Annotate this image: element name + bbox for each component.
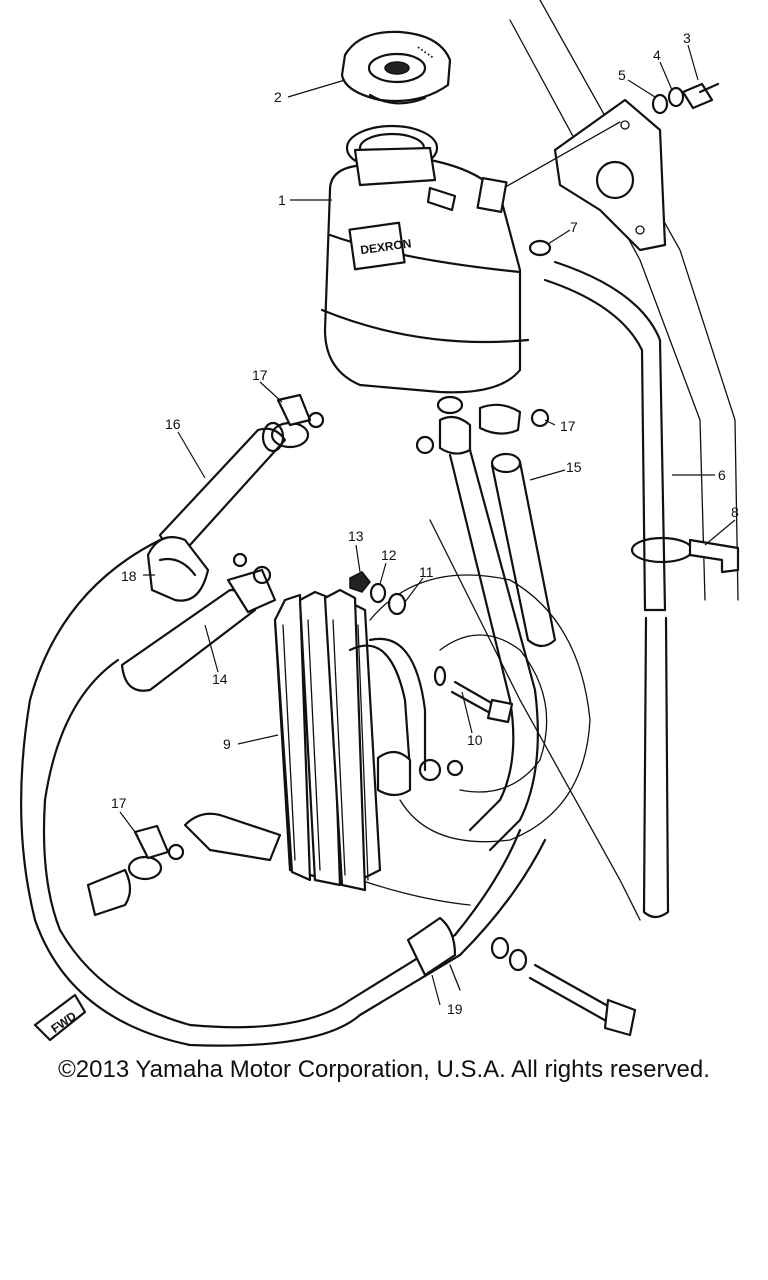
tank-label-plate	[348, 221, 406, 271]
clip-7	[528, 239, 552, 257]
callout-8: 8	[731, 504, 739, 520]
callout-12: 12	[381, 547, 397, 563]
washer-4	[667, 86, 685, 108]
bolt-10	[450, 680, 514, 724]
callout-13: 13	[348, 528, 364, 544]
callout-16: 16	[165, 416, 181, 432]
hose-15	[490, 452, 557, 648]
nut-13	[349, 571, 371, 593]
washer-11-lower	[433, 665, 447, 687]
hose-clamp-17-lower	[86, 812, 282, 917]
washer-12	[369, 582, 387, 604]
callout-labels: 1 2 3 4 5 6 7 8 9 10 11 12 13 14 15 16 1…	[111, 30, 739, 1017]
callout-17-right: 17	[560, 418, 576, 434]
hose-joint-19	[406, 916, 461, 991]
callout-17-lower: 17	[111, 795, 127, 811]
callout-4: 4	[653, 47, 661, 63]
pump-fitting	[376, 750, 464, 797]
water-pump-housing	[359, 574, 591, 906]
callout-14: 14	[212, 671, 228, 687]
hose-14	[120, 552, 277, 692]
callout-2: 2	[274, 89, 282, 105]
callout-19: 19	[447, 1001, 463, 1017]
hose-clamp-17-upper	[270, 393, 325, 449]
bolt-lower	[490, 936, 637, 1037]
mounting-bracket	[499, 98, 667, 252]
washer-11	[387, 592, 407, 616]
bolt-3	[681, 82, 720, 110]
parts-diagram: ····· DEXRON	[20, 0, 740, 1047]
callout-11: 11	[419, 564, 434, 580]
radiator-core	[273, 588, 427, 892]
radiator-cap: ·····	[340, 30, 452, 105]
callout-7: 7	[570, 219, 578, 235]
callout-9: 9	[223, 736, 231, 752]
callout-6: 6	[718, 467, 726, 483]
coolant-reservoir-tank: DEXRON	[320, 124, 530, 394]
callout-18: 18	[121, 568, 137, 584]
hose-16	[158, 421, 287, 550]
washer-5	[651, 93, 669, 115]
tank-outlet-fittings	[415, 395, 550, 455]
overflow-hose	[543, 260, 670, 919]
main-coolant-hose	[20, 538, 547, 1047]
callout-1: 1	[278, 192, 286, 208]
hose-clamp-18	[146, 536, 210, 602]
copyright-notice: ©2013 Yamaha Motor Corporation, U.S.A. A…	[58, 1056, 710, 1083]
callout-17-upper: 17	[252, 367, 268, 383]
callout-15: 15	[566, 459, 582, 475]
callout-10: 10	[467, 732, 483, 748]
leader-lines	[119, 44, 736, 1006]
callout-3: 3	[683, 30, 691, 46]
callout-5: 5	[618, 67, 626, 83]
hose-clamp-8	[630, 536, 740, 574]
forward-direction-arrow: FWD	[33, 993, 87, 1042]
